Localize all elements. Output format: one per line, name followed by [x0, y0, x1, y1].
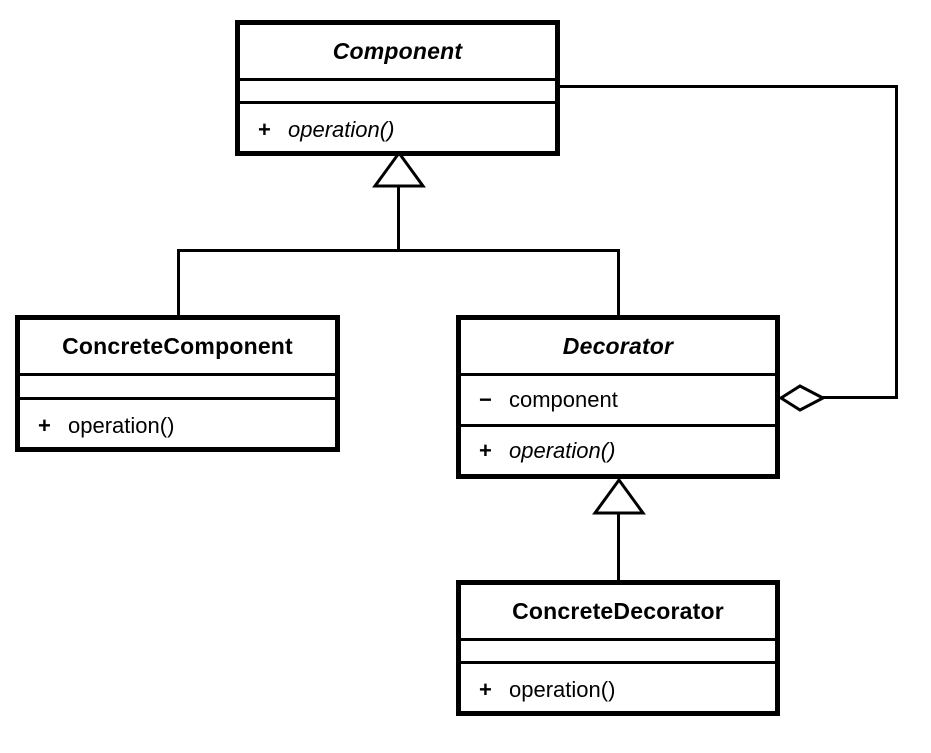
visibility-marker-public: + [258, 116, 271, 142]
class-name-component: Component [332, 38, 463, 64]
attributes-compartment-concrete-decorator [461, 638, 775, 661]
operations-compartment-concrete-decorator: + operation() [461, 661, 775, 715]
class-box-component[interactable]: Component + operation() [235, 20, 560, 156]
operations-compartment-concrete-component: + operation() [20, 397, 335, 451]
operation-label: operation() [509, 438, 616, 463]
class-box-concrete-component[interactable]: ConcreteComponent + operation() [15, 315, 340, 452]
generalization-stem-to-component [397, 183, 400, 252]
attributes-compartment-concrete-component [20, 373, 335, 397]
operation-label: operation() [288, 116, 395, 142]
attribute-label: component [509, 387, 618, 412]
generalization-branch-decorator [617, 249, 620, 317]
aggregation-segment-top [555, 85, 898, 88]
generalization-branch-concrete-component [177, 249, 180, 317]
class-name-concrete-component: ConcreteComponent [62, 333, 293, 359]
aggregation-segment-bottom [820, 396, 898, 399]
generalization-triangle-decorator [592, 477, 646, 515]
attributes-compartment-decorator: − component [461, 373, 775, 424]
attributes-compartment-component [240, 78, 555, 101]
generalization-fork-bar [177, 249, 620, 252]
class-box-decorator[interactable]: Decorator − component + operation() [456, 315, 780, 479]
operation-label: operation() [68, 412, 175, 438]
aggregation-diamond [778, 384, 827, 412]
class-name-concrete-decorator: ConcreteDecorator [512, 598, 724, 624]
visibility-marker-public: + [479, 438, 492, 463]
aggregation-segment-right [895, 85, 898, 398]
class-box-concrete-decorator[interactable]: ConcreteDecorator + operation() [456, 580, 780, 716]
visibility-marker-private: − [479, 387, 492, 412]
visibility-marker-public: + [479, 676, 492, 702]
operations-compartment-component: + operation() [240, 101, 555, 155]
generalization-triangle-component [372, 150, 426, 188]
operations-compartment-decorator: + operation() [461, 424, 775, 475]
visibility-marker-public: + [38, 412, 51, 438]
generalization-stem-to-decorator [617, 510, 620, 582]
operation-label: operation() [509, 676, 616, 702]
class-name-decorator: Decorator [562, 333, 674, 359]
